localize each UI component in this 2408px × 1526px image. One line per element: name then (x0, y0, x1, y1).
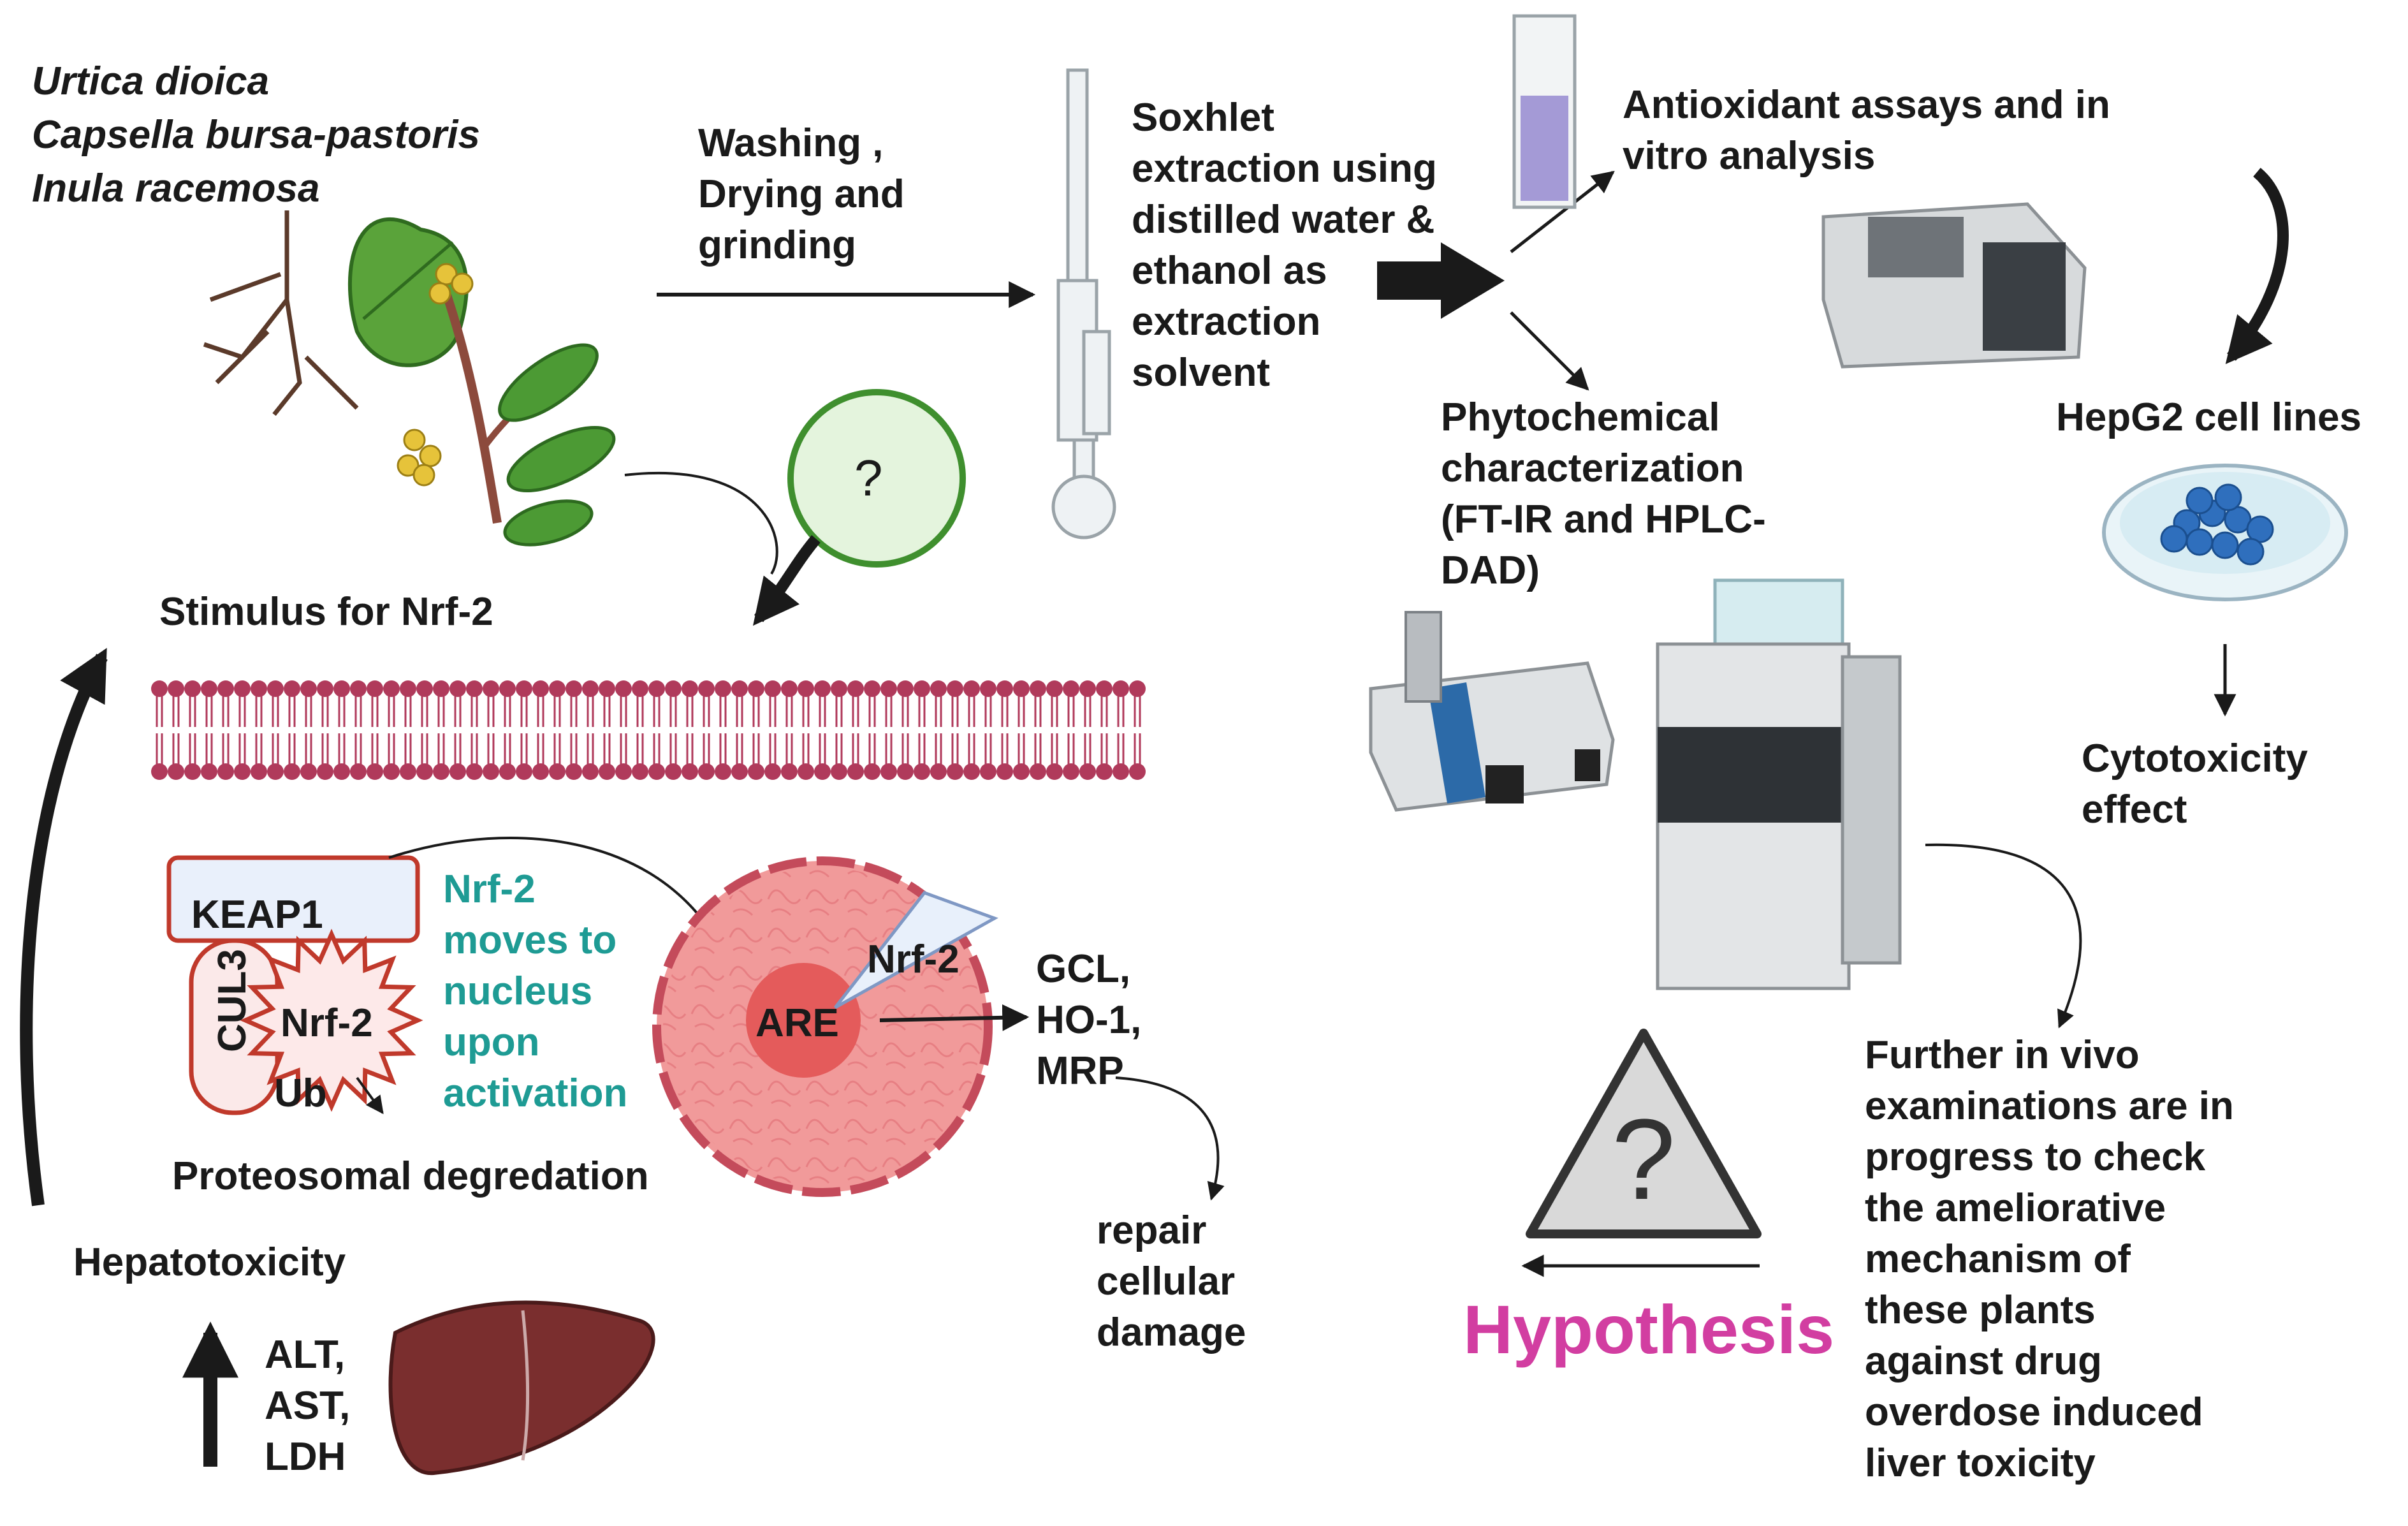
nrf2-moves-label: Nrf-2 moves to nucleus upon activation (443, 867, 628, 1115)
nrf2-bound-label: Nrf-2 (281, 1001, 373, 1045)
arrow-to-antioxidant (1510, 170, 1615, 253)
hplc-instrument (1656, 578, 1902, 990)
step-phytochemical: Phytochemical characterization (FT-IR an… (1441, 395, 1766, 592)
arrow-are-to-genes (879, 1004, 1030, 1031)
repair-label: repair cellular damage (1097, 1208, 1246, 1354)
arrow-to-degradation (356, 1076, 384, 1115)
stimulus-label: Stimulus for Nrf-2 (159, 590, 493, 634)
degradation-label: Proteosomal degredation (172, 1154, 649, 1198)
keap1-complex (166, 855, 423, 1115)
petri-dish (2102, 464, 2348, 601)
genes-label: GCL, HO-1, MRP (1036, 947, 1142, 1093)
liver-illustration (388, 1300, 655, 1476)
arrow-to-phytochemical (1510, 311, 1589, 391)
nucleus (652, 856, 998, 1197)
arrow-plant-to-question (624, 471, 778, 575)
arrow-question-to-stimulus (753, 535, 821, 626)
cuvette (1512, 14, 1577, 209)
spectrophotometer (1821, 202, 2087, 369)
step-cytotoxicity: Cytotoxicity effect (2082, 737, 2308, 832)
step-washing: Washing , Drying and grinding (698, 121, 905, 267)
arrow-hepatotoxicity-to-stimulus (20, 647, 108, 1207)
species-1: Urtica dioica (32, 59, 270, 103)
arrow-extraction (1377, 242, 1505, 319)
cul3-label: CUL3 (210, 949, 254, 1052)
species-3: Inula racemosa (32, 166, 320, 210)
soxhlet-apparatus (1051, 68, 1116, 539)
are-label: ARE (755, 1001, 839, 1045)
arrow-to-further (1925, 843, 2082, 1029)
arrow-genes-to-repair (1115, 1076, 1225, 1201)
hypothesis-label: Hypothesis (1463, 1291, 1835, 1368)
ub-label: Ub (274, 1071, 327, 1115)
arrow-to-hepg2 (2225, 168, 2289, 365)
ftir-instrument (1369, 611, 1615, 812)
cell-membrane (151, 680, 1154, 780)
warning-triangle-icon: ? (1526, 1029, 1762, 1238)
species-2: Capsella bursa-pastoris (32, 113, 480, 157)
step-further: Further in vivo examinations are in prog… (1865, 1033, 2234, 1485)
nrf2-nucleus-label: Nrf-2 (867, 937, 960, 981)
step-hepg2: HepG2 cell lines (2056, 395, 2361, 439)
plant-illustration (203, 210, 616, 547)
svg-text:?: ? (1612, 1096, 1675, 1224)
question-mark: ? (854, 450, 883, 506)
keap1-label: KEAP1 (191, 893, 323, 937)
step-antioxidant: Antioxidant assays and in vitro analysis (1623, 83, 2110, 178)
enzymes-label: ALT, AST, LDH (265, 1333, 351, 1479)
hepatotoxicity-label: Hepatotoxicity (73, 1240, 346, 1284)
step-soxhlet: Soxhlet extraction using distilled water… (1132, 96, 1437, 395)
question-circle (787, 389, 966, 568)
